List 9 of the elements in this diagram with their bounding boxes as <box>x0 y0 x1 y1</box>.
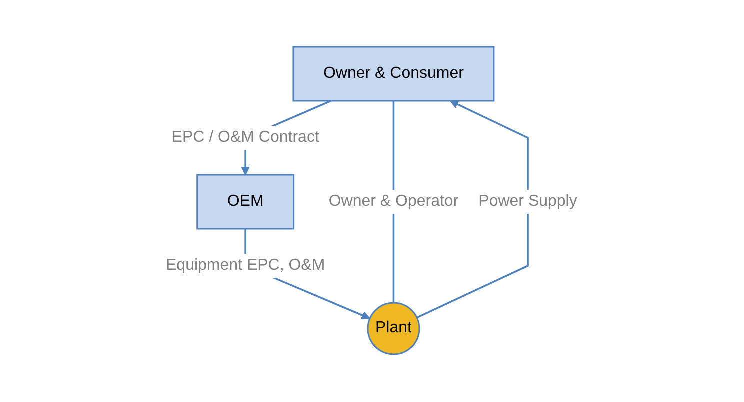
edge-label: EPC / O&M Contract <box>172 129 320 146</box>
node-box: OEM <box>196 174 295 230</box>
arrow <box>416 100 530 319</box>
edge-label: Owner & Operator <box>329 193 459 210</box>
connector <box>393 101 395 304</box>
node-box: Owner & Consumer <box>293 46 496 102</box>
node-circle: Plant <box>368 302 421 356</box>
edge-label: Equipment EPC, O&M <box>166 257 326 274</box>
edge-label: Power Supply <box>478 193 578 210</box>
